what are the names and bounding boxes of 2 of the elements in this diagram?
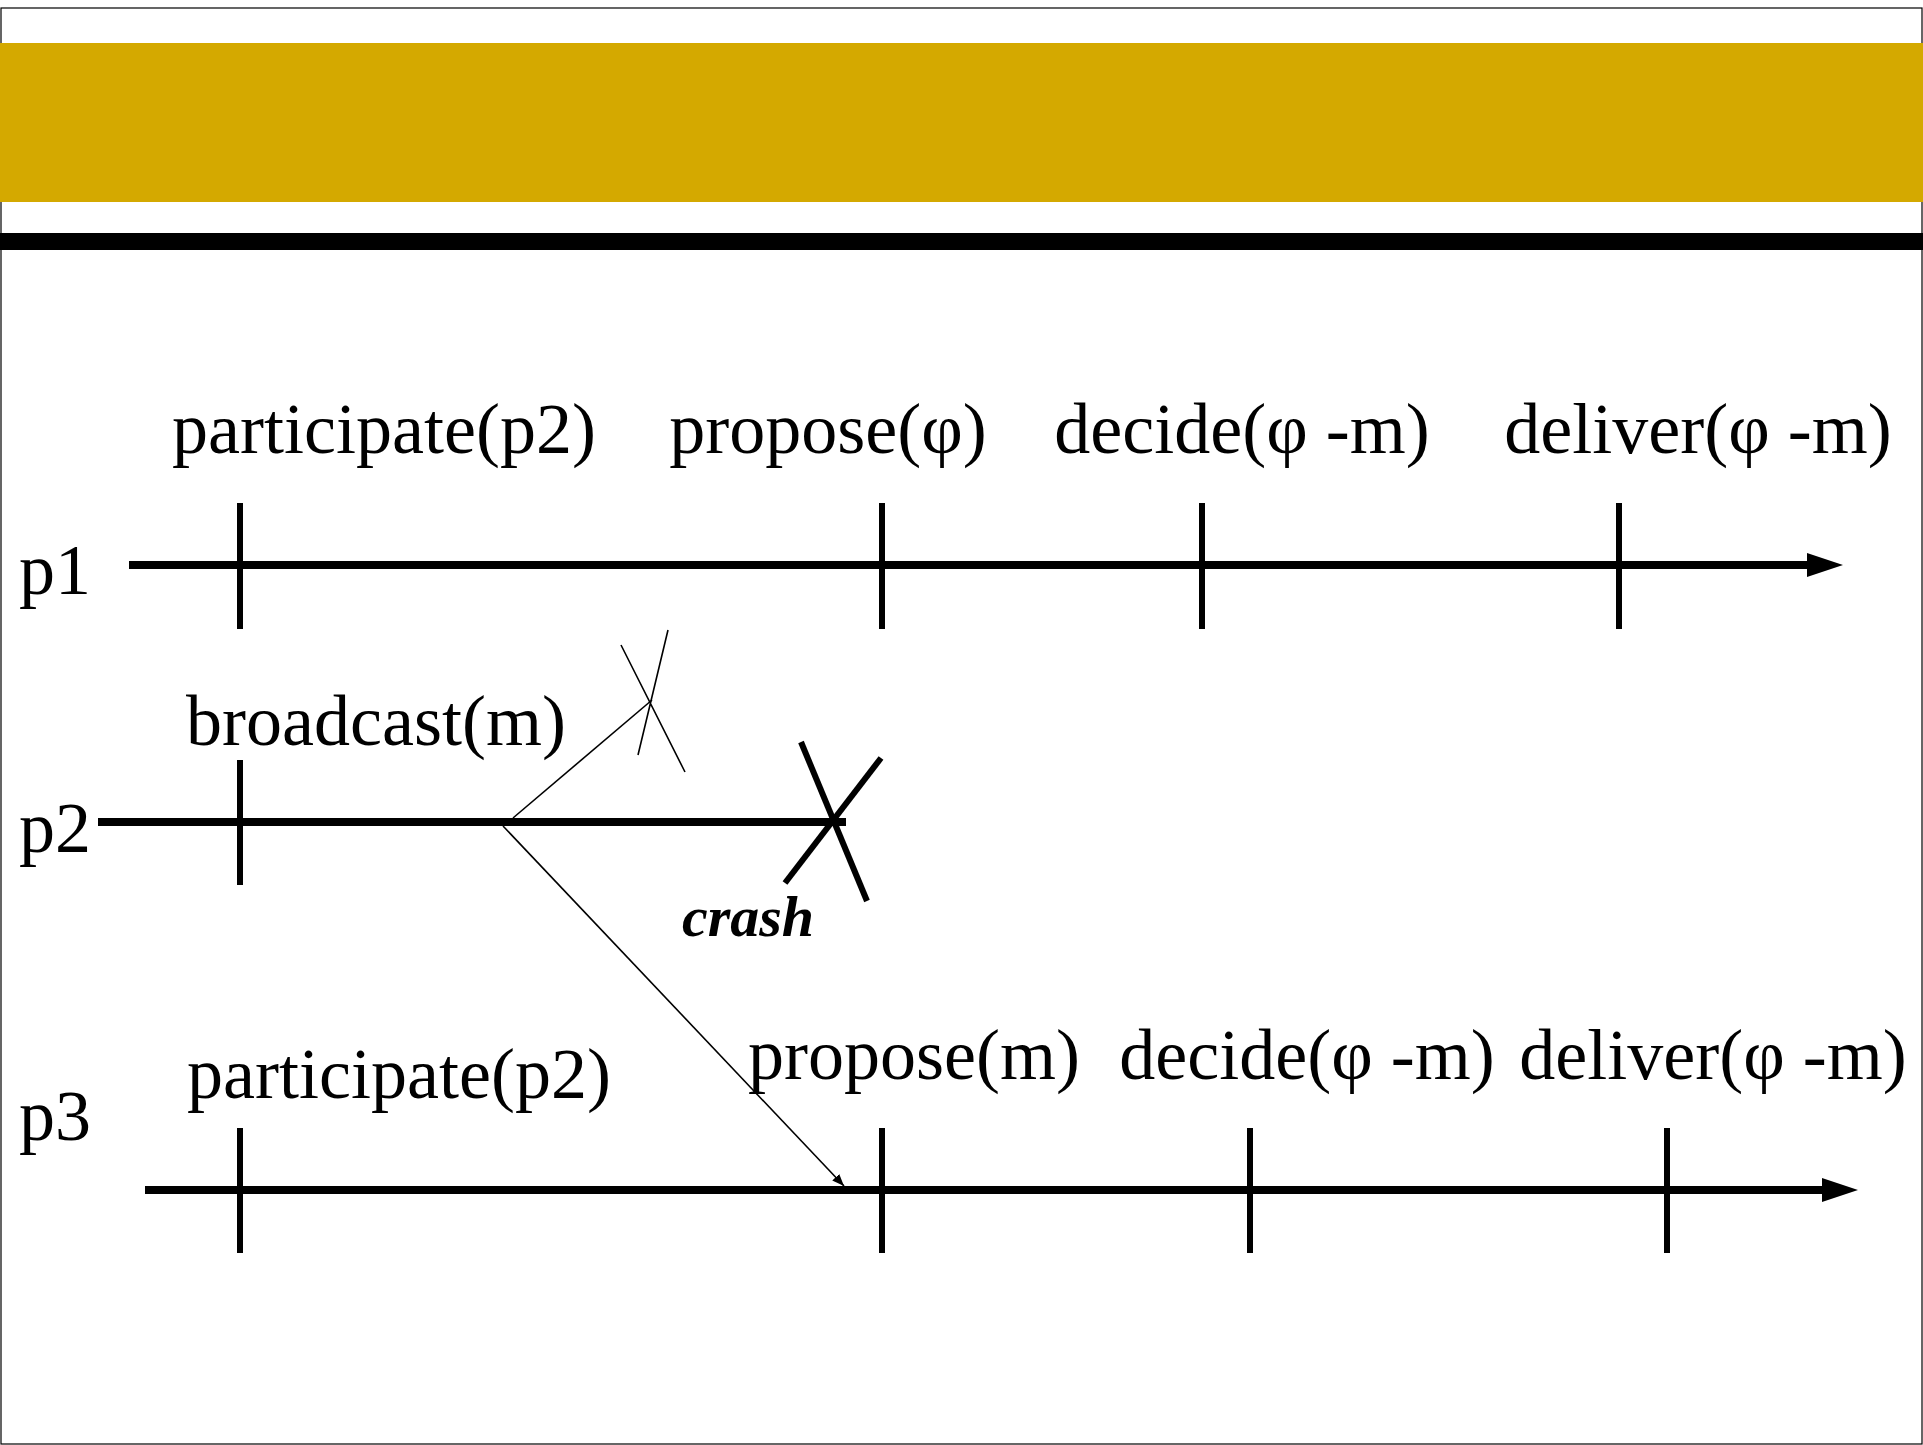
message-arrow — [502, 825, 845, 1187]
crash-label: crash — [681, 888, 815, 946]
